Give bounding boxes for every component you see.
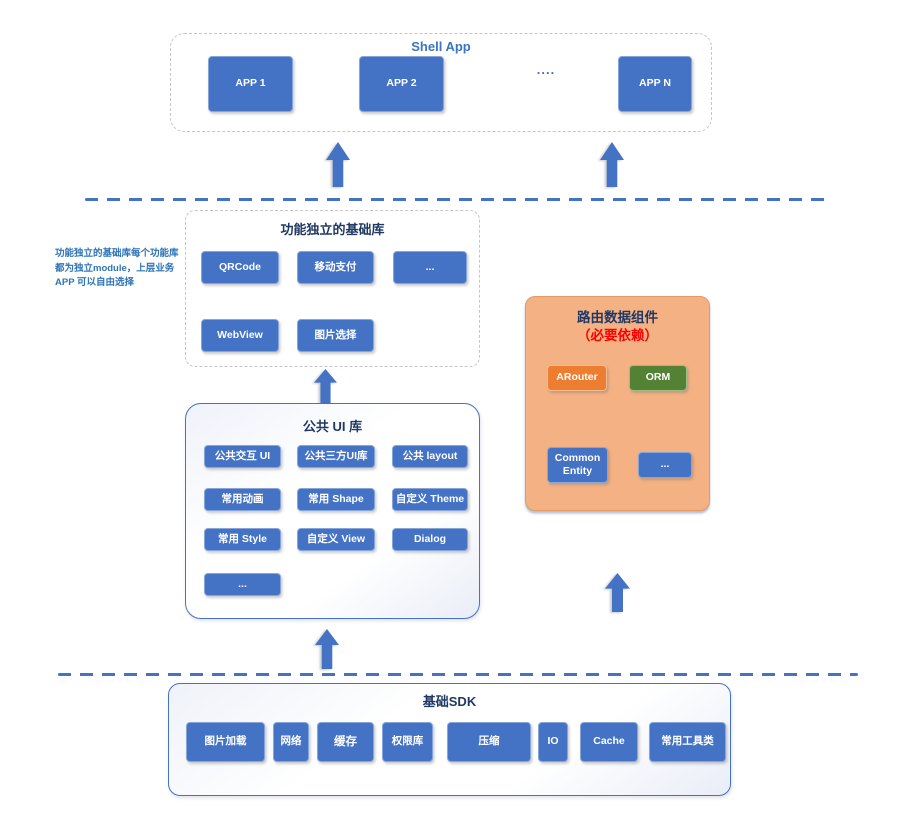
up-arrow-icon: [315, 629, 339, 669]
annotation-line: APP 可以自由选择: [55, 277, 135, 289]
up-arrow-icon: [314, 369, 337, 403]
arouter-box: ARouter: [547, 365, 607, 391]
layer-separator-top: [85, 198, 830, 201]
up-arrow-icon: [326, 142, 350, 187]
up-arrow-icon: [605, 573, 630, 612]
sdk-box-image-loading: 图片加载: [186, 722, 265, 762]
orm-box: ORM: [629, 365, 687, 391]
sdk-box-common-utils: 常用工具类: [649, 722, 726, 762]
router-panel-title: 路由数据组件: [577, 310, 658, 325]
lib-box-ellipsis: ...: [393, 251, 467, 284]
ui-box-custom-view: 自定义 View: [297, 528, 375, 551]
ui-box-shape: 常用 Shape: [297, 488, 375, 511]
sdk-box-cache-en: Cache: [580, 722, 638, 762]
independent-libs-title: 功能独立的基础库: [280, 222, 385, 237]
lib-box-image-picker: 图片选择: [297, 319, 374, 352]
sdk-box-network: 网络: [273, 722, 309, 762]
annotation-line: 都为独立module，上层业务: [55, 262, 175, 274]
annotation-line: 功能独立的基础库每个功能库: [55, 248, 179, 259]
sdk-box-compression: 压缩: [447, 722, 531, 762]
ui-box-animation: 常用动画: [204, 488, 281, 511]
ui-box-dialog: Dialog: [392, 528, 468, 551]
apps-ellipsis: ....: [536, 62, 556, 77]
lib-box-qrcode: QRCode: [201, 251, 279, 284]
layer-separator-bottom: [58, 673, 858, 676]
ui-box-ellipsis: ...: [204, 573, 281, 596]
lib-box-webview: WebView: [201, 319, 279, 352]
sdk-box-permission: 权限库: [382, 722, 433, 762]
router-data-panel: 路由数据组件 （必要依赖） ARouter ORM Common Entity …: [525, 296, 710, 511]
ui-box-style: 常用 Style: [204, 528, 281, 551]
common-ui-panel: 公共 UI 库 公共交互 UI 公共三方UI库 公共 layout 常用动画 常…: [185, 403, 480, 619]
lib-box-mobile-pay: 移动支付: [297, 251, 374, 284]
app-1-box: APP 1: [208, 56, 293, 112]
router-panel-subtitle: （必要依赖）: [577, 328, 658, 343]
ui-box-layout: 公共 layout: [392, 445, 468, 468]
independent-libs-panel: 功能独立的基础库 QRCode 移动支付 ... WebView 图片选择: [185, 210, 480, 367]
common-entity-box: Common Entity: [547, 447, 608, 483]
base-sdk-title: 基础SDK: [422, 694, 477, 709]
shell-app-panel: Shell App APP 1 APP 2 .... APP N: [170, 33, 712, 132]
base-sdk-panel: 基础SDK 图片加载 网络 缓存 权限库 压缩 IO Cache 常用工具类: [168, 683, 731, 796]
app-n-box: APP N: [618, 56, 692, 112]
sdk-box-io: IO: [538, 722, 568, 762]
common-ui-title: 公共 UI 库: [302, 419, 363, 434]
ui-box-theme: 自定义 Theme: [392, 488, 468, 511]
app-2-box: APP 2: [359, 56, 444, 112]
ui-box-thirdparty-ui: 公共三方UI库: [297, 445, 375, 468]
ui-box-interaction-ui: 公共交互 UI: [204, 445, 281, 468]
up-arrow-icon: [600, 142, 624, 187]
sdk-box-cache-cn: 缓存: [317, 722, 374, 762]
shell-app-title: Shell App: [411, 39, 471, 54]
annotation-note: 功能独立的基础库每个功能库 都为独立module，上层业务 APP 可以自由选择: [55, 247, 189, 291]
router-ellipsis-box: ...: [638, 452, 692, 478]
